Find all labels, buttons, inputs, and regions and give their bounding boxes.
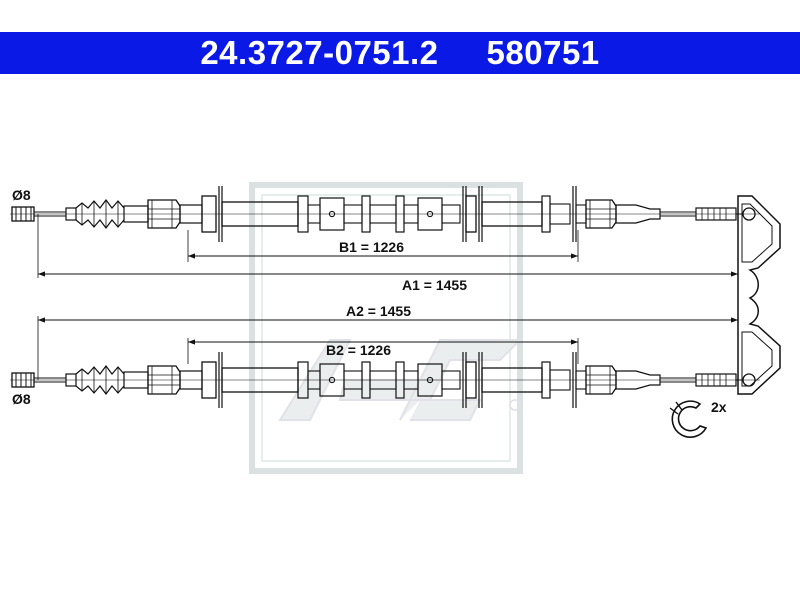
dimension-b2: B2 = 1226 [188,339,578,358]
dimension-a2: A2 = 1455 [38,303,738,323]
dimension-a1: A1 = 1455 [38,271,738,293]
dimension-b1: B1 = 1226 [188,239,578,259]
dimension-a1-label: A1 = 1455 [402,277,467,293]
dimension-b2-label: B2 = 1226 [326,342,391,358]
part-number: 24.3727-0751.2 [200,34,439,71]
dimension-b1-label: B1 = 1226 [339,239,404,255]
title-bar: 24.3727-0751.2 580751 [0,32,800,74]
ate-logo-watermark-icon [249,182,523,474]
diameter-label-lower: Ø8 [12,391,31,407]
diameter-label-upper: Ø8 [12,187,31,203]
dimension-a2-label: A2 = 1455 [346,303,411,319]
equalizer-bracket [737,195,781,395]
circlip-icon [669,400,708,438]
clip-quantity-label: 2x [711,399,727,415]
reference-number: 580751 [486,34,600,71]
